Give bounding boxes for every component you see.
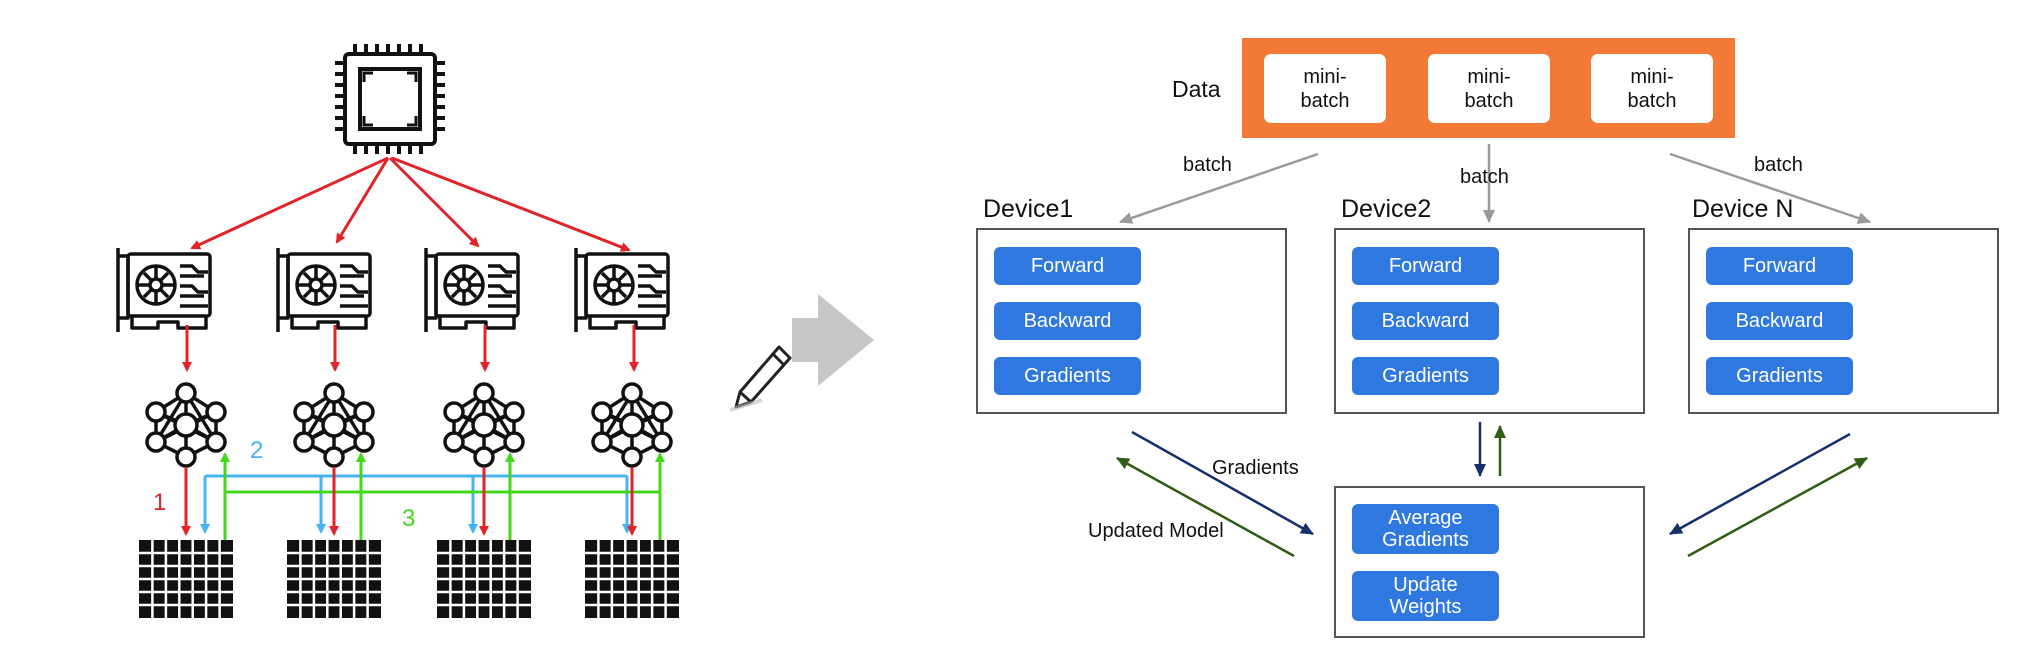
data-label: Data (1172, 76, 1221, 102)
device-2-gradients: Gradients (1352, 357, 1499, 395)
device-1-box: Forward Backward Gradients (976, 228, 1287, 414)
cpu-to-gpu-arrows (190, 156, 631, 252)
allreduce-green-lines (220, 452, 665, 540)
device-2-backward: Backward (1352, 302, 1499, 340)
grid-icon (435, 538, 533, 620)
batch-label-3: batch (1754, 154, 1803, 176)
neural-network-icon (591, 382, 673, 468)
device-n-box: Forward Backward Gradients (1688, 228, 1999, 414)
allreduce-blue-lines (200, 474, 632, 534)
device-n-title: Device N (1692, 195, 1794, 223)
pencil-icon (729, 345, 792, 412)
device-2-forward: Forward (1352, 247, 1499, 285)
device-n-forward: Forward (1706, 247, 1853, 285)
device-1-gradients: Gradients (994, 357, 1141, 395)
grid-icon (137, 538, 235, 620)
device-n-gradients: Gradients (1706, 357, 1853, 395)
device-2-box: Forward Backward Gradients (1334, 228, 1645, 414)
batch-label-1: batch (1183, 154, 1232, 176)
batch-label-2: batch (1460, 166, 1509, 188)
server-box: Average Gradients Update Weights (1334, 486, 1645, 638)
step-2-label: 2 (250, 437, 264, 464)
gpu-card-icon (276, 246, 372, 334)
step-3-label: 3 (402, 505, 416, 532)
device-2-title: Device2 (1341, 195, 1432, 223)
gpu-card-icon (424, 246, 520, 334)
data-bar: mini- batch mini- batch mini- batch (1242, 38, 1735, 138)
minibatch-2: mini- batch (1428, 54, 1550, 123)
cpu-icon (335, 44, 445, 154)
device-n-backward: Backward (1706, 302, 1853, 340)
average-gradients-button: Average Gradients (1352, 504, 1499, 554)
device-1-forward: Forward (994, 247, 1141, 285)
gradients-arrow-label: Gradients (1212, 457, 1299, 479)
neural-network-icon (443, 382, 525, 468)
minibatch-1: mini- batch (1264, 54, 1386, 123)
minibatch-3: mini- batch (1591, 54, 1713, 123)
grid-icon (583, 538, 681, 620)
grid-icon (285, 538, 383, 620)
gpu-card-icon (116, 246, 212, 334)
neural-network-icon (145, 382, 227, 468)
sync-arrows (1116, 422, 1868, 558)
updated-model-arrow-label: Updated Model (1088, 520, 1224, 542)
update-weights-button: Update Weights (1352, 571, 1499, 621)
device-1-title: Device1 (983, 195, 1074, 223)
batch-arrows (1119, 144, 1871, 224)
step-1-label: 1 (153, 489, 167, 516)
gpu-card-icon (574, 246, 670, 334)
right-arrow-icon (792, 294, 874, 386)
device-1-backward: Backward (994, 302, 1141, 340)
neural-network-icon (293, 382, 375, 468)
